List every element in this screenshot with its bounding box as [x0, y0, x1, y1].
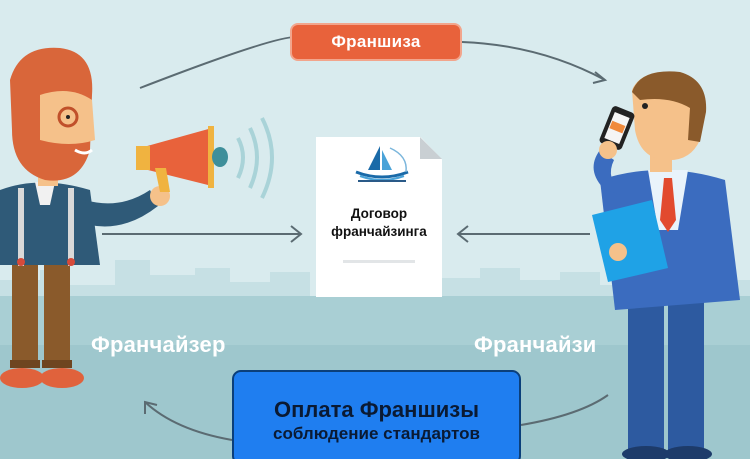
contract-title: Договор франчайзинга — [316, 205, 442, 241]
franchisee-figure — [592, 71, 740, 459]
sailboat-logo-icon — [355, 146, 409, 182]
franchise-badge: Франшиза — [290, 23, 462, 61]
franchisor-label: Франчайзер — [91, 332, 226, 357]
arrow-top-curve — [139, 36, 301, 89]
arrow-top-curve-right — [461, 41, 606, 81]
contract-title-line1: Договор — [350, 206, 408, 221]
franchisee-label: Франчайзи — [474, 332, 597, 357]
franchisor-figure — [0, 47, 274, 388]
document-signature-line — [343, 260, 415, 263]
payment-badge-line2: соблюдение стандартов — [273, 424, 480, 443]
payment-badge: Оплата Франшизы соблюдение стандартов — [232, 370, 521, 459]
franchise-badge-label: Франшиза — [331, 32, 421, 51]
contract-title-line2: франчайзинга — [331, 224, 427, 239]
payment-badge-line1: Оплата Франшизы — [273, 397, 480, 422]
